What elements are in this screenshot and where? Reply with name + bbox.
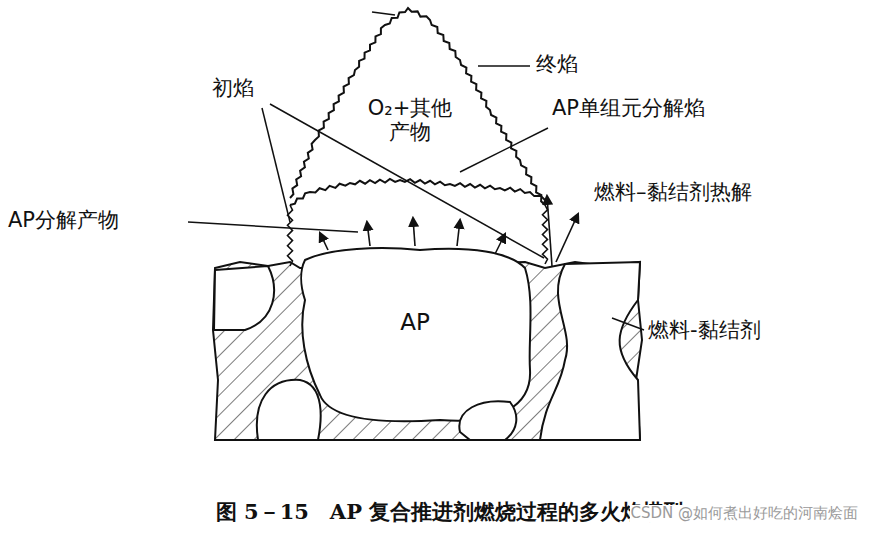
flame-label: AP单组元分解焰	[552, 96, 705, 120]
ap-crystal-outline	[301, 248, 530, 421]
region-node: AP	[396, 306, 434, 338]
figure-caption: 图 5－15 AP 复合推进剂燃烧过程的多火焰模型	[216, 500, 685, 524]
product-label: AP分解产物	[8, 208, 119, 232]
ap-particle	[459, 401, 516, 440]
flame-tip	[372, 12, 395, 15]
ap-particle	[214, 266, 274, 330]
region-label: O₂+其他 产物	[364, 96, 456, 144]
flame-label: 初焰	[212, 76, 254, 100]
final-flame-outline	[290, 8, 545, 205]
material-label: 燃料-黏结剂	[648, 318, 761, 342]
region-node: O₂+其他 产物	[360, 93, 460, 147]
process-label: 燃料–黏结剂热解	[594, 180, 752, 204]
ap-particle	[540, 262, 640, 440]
primary-flame	[543, 205, 548, 264]
watermark: CSDN @如何煮出好吃的河南烩面	[630, 505, 858, 522]
ap-flame-outline	[290, 179, 545, 205]
region-label: AP	[400, 309, 430, 335]
ap-particle	[257, 380, 321, 440]
flame-label: 终焰	[536, 52, 578, 76]
